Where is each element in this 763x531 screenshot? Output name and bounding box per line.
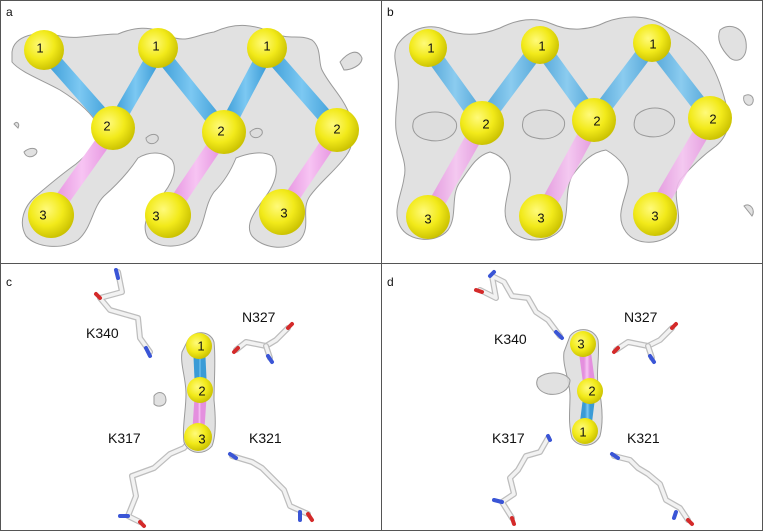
bead-3: 3 bbox=[184, 423, 212, 451]
svg-text:1: 1 bbox=[579, 425, 586, 440]
svg-text:1: 1 bbox=[197, 339, 204, 354]
bead-2: 2 bbox=[577, 378, 603, 404]
bead-2: 2 bbox=[460, 101, 504, 145]
bead-2: 2 bbox=[91, 106, 135, 150]
panel-b: b 1 1 1 2 2 2 3 3 bbox=[387, 5, 754, 243]
bead-2: 2 bbox=[315, 108, 359, 152]
svg-text:3: 3 bbox=[280, 206, 287, 221]
residue-label-k317: K317 bbox=[108, 430, 141, 446]
panel-a: a 1 1 1 2 2 2 3 bbox=[6, 5, 363, 248]
svg-text:2: 2 bbox=[709, 112, 716, 127]
svg-text:3: 3 bbox=[152, 209, 159, 224]
bead-1: 1 bbox=[138, 28, 178, 68]
svg-text:1: 1 bbox=[263, 39, 270, 54]
bead-3: 3 bbox=[570, 331, 596, 357]
bead-3: 3 bbox=[406, 195, 450, 239]
panel-d-letter: d bbox=[387, 275, 394, 289]
svg-text:2: 2 bbox=[588, 384, 595, 399]
bead-2: 2 bbox=[572, 98, 616, 142]
svg-text:1: 1 bbox=[36, 41, 43, 56]
residue-label-k317: K317 bbox=[492, 430, 525, 446]
residue-label-n327: N327 bbox=[242, 309, 276, 325]
svg-text:3: 3 bbox=[651, 209, 658, 224]
panel-a-letter: a bbox=[6, 5, 13, 19]
bead-3: 3 bbox=[519, 194, 563, 238]
svg-text:2: 2 bbox=[593, 114, 600, 129]
svg-text:2: 2 bbox=[198, 384, 205, 399]
panel-d: d bbox=[387, 270, 694, 526]
panel-c-residue-n327 bbox=[232, 322, 294, 364]
svg-text:1: 1 bbox=[427, 41, 434, 56]
svg-text:3: 3 bbox=[198, 432, 205, 447]
panel-c: c bbox=[6, 268, 314, 528]
panel-d-residue-k321 bbox=[610, 452, 694, 526]
svg-text:3: 3 bbox=[39, 208, 46, 223]
panel-d-residue-k317 bbox=[492, 434, 552, 526]
svg-text:1: 1 bbox=[538, 39, 545, 54]
svg-text:2: 2 bbox=[103, 119, 110, 134]
bead-1: 1 bbox=[409, 29, 447, 67]
panel-c-residue-k321 bbox=[228, 452, 314, 522]
svg-text:3: 3 bbox=[424, 212, 431, 227]
svg-text:3: 3 bbox=[577, 337, 584, 352]
bead-1: 1 bbox=[521, 26, 559, 64]
residue-label-k321: K321 bbox=[627, 430, 660, 446]
bead-3: 3 bbox=[259, 189, 305, 235]
bead-1: 1 bbox=[24, 30, 64, 70]
svg-text:2: 2 bbox=[217, 124, 224, 139]
panel-c-residue-k340 bbox=[94, 268, 153, 358]
bead-3: 3 bbox=[28, 192, 74, 238]
residue-label-n327: N327 bbox=[624, 309, 658, 325]
bead-2: 2 bbox=[202, 110, 246, 154]
residue-label-k340: K340 bbox=[494, 331, 527, 347]
residue-label-k340: K340 bbox=[86, 325, 119, 341]
svg-text:2: 2 bbox=[333, 122, 340, 137]
svg-text:3: 3 bbox=[537, 211, 544, 226]
bead-3: 3 bbox=[145, 192, 191, 238]
bead-1: 1 bbox=[633, 24, 671, 62]
panel-a-density bbox=[11, 24, 363, 248]
panel-d-residue-n327 bbox=[612, 322, 678, 364]
bead-2: 2 bbox=[187, 377, 213, 403]
panel-c-letter: c bbox=[6, 275, 12, 289]
bead-3: 3 bbox=[633, 192, 677, 236]
panel-a-beads: 1 1 1 2 2 2 3 3 3 bbox=[24, 28, 359, 238]
panel-b-letter: b bbox=[387, 5, 394, 19]
residue-label-k321: K321 bbox=[249, 430, 282, 446]
panel-b-beads: 1 1 1 2 2 2 3 3 3 bbox=[406, 24, 732, 239]
bead-2: 2 bbox=[688, 96, 732, 140]
svg-text:1: 1 bbox=[152, 39, 159, 54]
panel-b-density bbox=[394, 16, 754, 243]
panel-d-residue-k340 bbox=[474, 270, 564, 340]
bead-1: 1 bbox=[572, 418, 598, 444]
bead-1: 1 bbox=[247, 28, 287, 68]
bead-1: 1 bbox=[186, 333, 212, 359]
svg-text:2: 2 bbox=[482, 117, 489, 132]
svg-text:1: 1 bbox=[649, 37, 656, 52]
